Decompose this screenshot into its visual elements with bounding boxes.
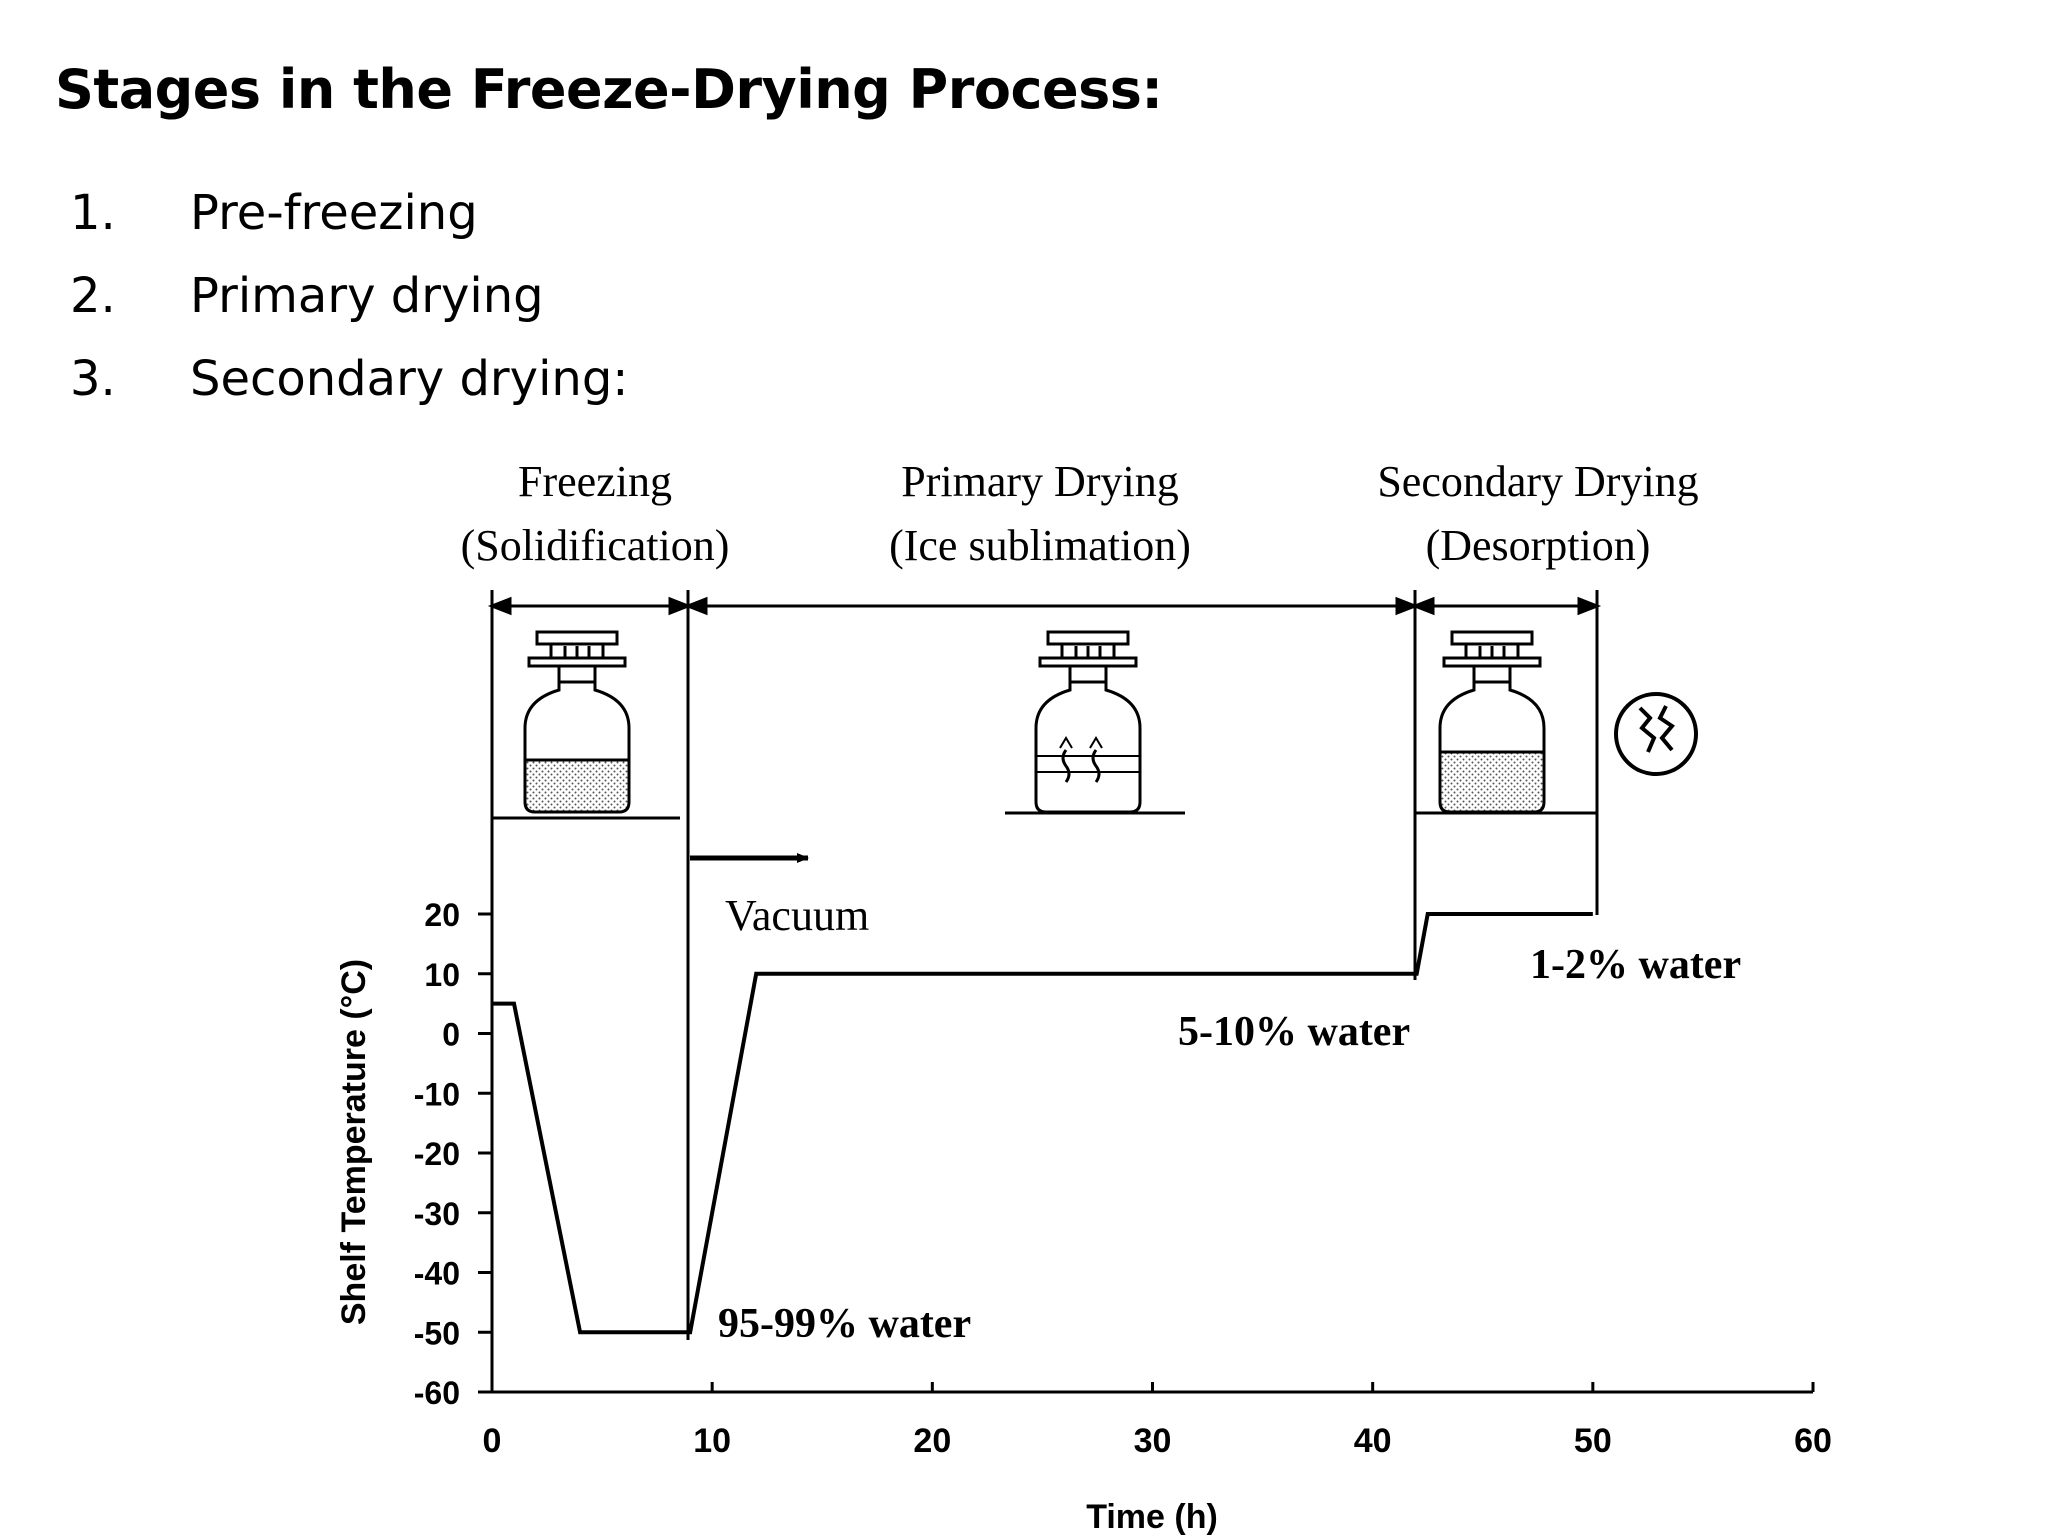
x-axis-ticks: 0 10 20 30 40 50 60 (483, 1382, 1832, 1460)
phase-detail-primary-drying: (Ice sublimation) (889, 521, 1191, 570)
y-tick-label: 10 (424, 957, 460, 993)
x-tick-label: 10 (693, 1422, 731, 1460)
phase-title-primary-drying: Primary Drying (901, 457, 1178, 506)
temperature-profile-line (492, 912, 1593, 1335)
stage-label: Pre-freezing (190, 185, 478, 241)
stage-number: 1. (70, 185, 116, 241)
phase-detail-secondary-drying: (Desorption) (1426, 521, 1651, 570)
slide-title: Stages in the Freeze-Drying Process: (55, 58, 1163, 121)
x-axis-label: Time (h) (1086, 1498, 1218, 1536)
phase-span-arrows (487, 596, 1602, 616)
y-tick-label: 20 (424, 897, 460, 933)
stage-number: 2. (70, 268, 116, 324)
phase-detail-freezing: (Solidification) (461, 521, 730, 570)
stage-label: Primary drying (190, 268, 544, 324)
water-primary-label: 5-10% water (1178, 1009, 1410, 1055)
sublimating-vial-icon (1034, 630, 1142, 814)
x-tick-label: 50 (1574, 1422, 1612, 1460)
x-tick-label: 60 (1794, 1422, 1832, 1460)
y-tick-label: -50 (414, 1315, 460, 1351)
phase-title-freezing: Freezing (518, 457, 672, 506)
stage-number: 3. (70, 351, 116, 407)
water-initial-label: 95-99% water (718, 1301, 971, 1347)
dried-vial-icon (1438, 630, 1546, 814)
y-tick-label: -40 (414, 1256, 460, 1292)
stage-label: Secondary drying: (190, 351, 629, 407)
x-tick-label: 0 (483, 1422, 502, 1460)
porous-cake-icon (1614, 692, 1698, 776)
y-tick-label: -30 (414, 1196, 460, 1232)
y-axis-label: Shelf Temperature (°C) (335, 959, 373, 1325)
y-axis-ticks: 20 10 0 -10 -20 -30 -40 -50 -60 (414, 897, 492, 1411)
vacuum-label: Vacuum (725, 891, 869, 940)
y-tick-label: -10 (414, 1076, 460, 1112)
x-tick-label: 40 (1354, 1422, 1392, 1460)
frozen-vial-icon (523, 630, 631, 814)
x-tick-label: 20 (913, 1422, 951, 1460)
x-tick-label: 30 (1134, 1422, 1172, 1460)
water-secondary-label: 1-2% water (1530, 942, 1741, 988)
phase-title-secondary-drying: Secondary Drying (1377, 457, 1698, 506)
y-tick-label: 0 (442, 1017, 460, 1053)
y-tick-label: -20 (414, 1136, 460, 1172)
shelves (492, 811, 1597, 820)
y-tick-label: -60 (414, 1375, 460, 1411)
